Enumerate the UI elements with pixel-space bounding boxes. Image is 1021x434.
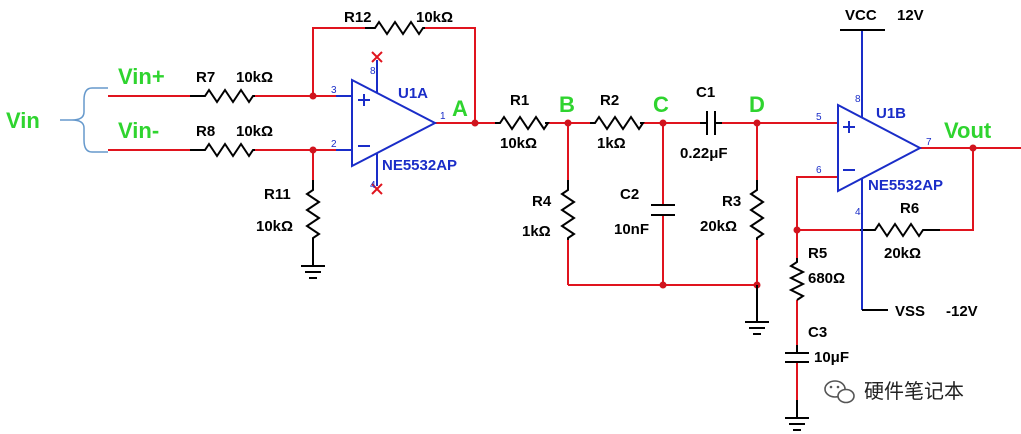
r4-value: 1kΩ <box>522 223 551 240</box>
node-c-label: C <box>653 92 669 117</box>
r3-symbol <box>749 180 765 240</box>
r7-name: R7 <box>196 69 215 86</box>
u1a-part: NE5532AP <box>382 157 457 174</box>
input-brace <box>60 87 108 153</box>
junction-dots <box>309 92 977 289</box>
r3-value: 20kΩ <box>700 218 737 235</box>
c3-symbol <box>785 345 809 363</box>
r8-symbol <box>190 142 255 158</box>
vin-label: Vin <box>6 108 40 133</box>
u1a-pin-out: 1 <box>440 111 446 122</box>
r11-value: 10kΩ <box>256 218 293 235</box>
r12-name: R12 <box>344 9 372 26</box>
u1a-ref: U1A <box>398 85 428 102</box>
ground-icon <box>785 400 809 431</box>
vin-minus-label: Vin- <box>118 118 159 143</box>
ground-icon <box>301 240 325 279</box>
opamp-u1a <box>336 51 438 195</box>
vin-plus-label: Vin+ <box>118 64 165 89</box>
c2-value: 10nF <box>614 221 649 238</box>
ground-icon <box>745 285 769 335</box>
no-connect-icon <box>371 51 383 63</box>
r12-symbol <box>365 20 425 36</box>
u1b-pin-vcc: 8 <box>855 94 861 105</box>
r1-value: 10kΩ <box>500 135 537 152</box>
r3-name: R3 <box>722 193 741 210</box>
r7-symbol <box>190 88 255 104</box>
r8-name: R8 <box>196 123 215 140</box>
c1-symbol <box>700 111 722 135</box>
r5-symbol <box>788 258 806 301</box>
u1a-pin-vee: 4 <box>370 180 376 191</box>
r2-symbol <box>590 115 645 131</box>
node-b-label: B <box>559 92 575 117</box>
r4-symbol <box>560 180 576 240</box>
u1b-pin-vee: 4 <box>855 207 861 218</box>
r1-symbol <box>495 115 550 131</box>
node-a-label: A <box>452 96 468 121</box>
r6-name: R6 <box>900 200 919 217</box>
c3-name: C3 <box>808 324 827 341</box>
u1b-part: NE5532AP <box>868 177 943 194</box>
r11-name: R11 <box>264 186 291 203</box>
c1-value: 0.22μF <box>680 145 728 162</box>
vcc-value: 12V <box>897 7 924 24</box>
vcc-name: VCC <box>845 7 877 24</box>
r6-value: 20kΩ <box>884 245 921 262</box>
u1a-pin-plus: 3 <box>331 85 337 96</box>
r5-name: R5 <box>808 245 827 262</box>
watermark-text: 硬件笔记本 <box>864 379 964 403</box>
r4-name: R4 <box>532 193 552 210</box>
r12-value: 10kΩ <box>416 9 453 26</box>
u1b-ref: U1B <box>876 105 906 122</box>
c2-symbol <box>651 204 675 216</box>
r8-value: 10kΩ <box>236 123 273 140</box>
u1b-pin-out: 7 <box>926 137 932 148</box>
r11-symbol <box>305 180 321 240</box>
opamp-u1b <box>837 29 923 311</box>
r5-value: 680Ω <box>808 270 845 287</box>
r6-symbol <box>860 222 940 238</box>
u1b-pin-plus: 5 <box>816 112 822 123</box>
r2-name: R2 <box>600 92 619 109</box>
node-d-label: D <box>749 92 765 117</box>
u1a-pin-minus: 2 <box>331 139 337 150</box>
u1a-pin-vcc: 8 <box>370 66 376 77</box>
wechat-icon <box>824 380 855 404</box>
vout-label: Vout <box>944 118 992 143</box>
r7-value: 10kΩ <box>236 69 273 86</box>
u1b-pin-minus: 6 <box>816 165 822 176</box>
r1-name: R1 <box>510 92 529 109</box>
vss-value: -12V <box>946 303 978 320</box>
c1-name: C1 <box>696 84 715 101</box>
c3-value: 10μF <box>814 349 849 366</box>
vss-name: VSS <box>895 303 925 320</box>
c2-name: C2 <box>620 186 639 203</box>
no-connect-icon <box>371 183 383 195</box>
r2-value: 1kΩ <box>597 135 626 152</box>
